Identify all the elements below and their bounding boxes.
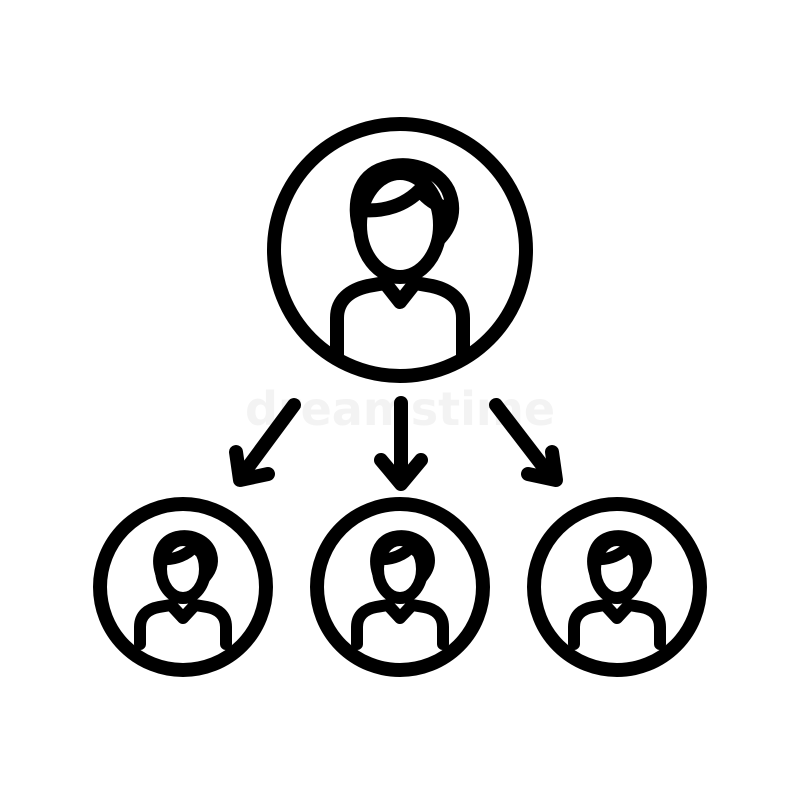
arrow-icon-right [489, 398, 563, 487]
member-circle [527, 497, 707, 677]
person-icon [134, 530, 232, 650]
member-circle [93, 497, 273, 677]
arrow-icon-center [374, 396, 428, 491]
member-node-2 [310, 497, 490, 677]
member-node-1 [93, 497, 273, 677]
leader-person-icon [330, 158, 470, 362]
connector-arrows [229, 396, 563, 491]
leader-circle [267, 117, 533, 383]
person-icon [568, 530, 666, 650]
arrow-icon-left [229, 398, 301, 487]
leader-hair [349, 158, 460, 245]
person-icon [351, 530, 449, 650]
leader-body [330, 276, 470, 362]
member-circle [310, 497, 490, 677]
leader-node [267, 117, 533, 383]
member-node-3 [527, 497, 707, 677]
